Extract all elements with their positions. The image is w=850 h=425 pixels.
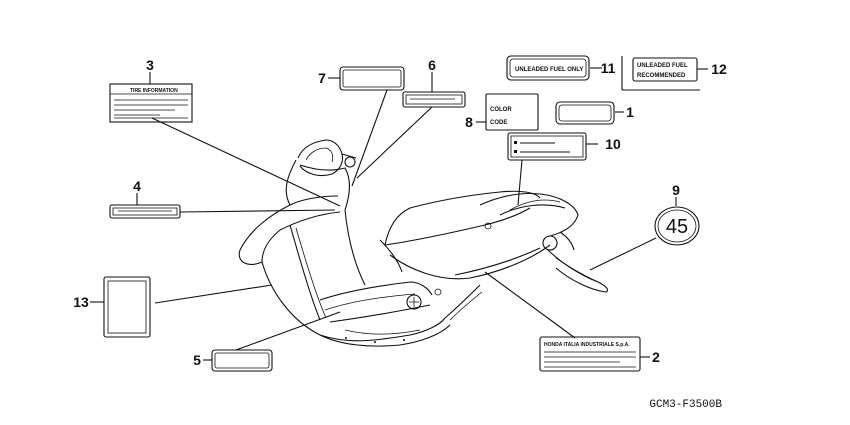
- callout-3: 3: [146, 57, 154, 73]
- decal-unleaded-fuel-only: UNLEADED FUEL ONLY: [506, 55, 590, 81]
- leader-lines: [90, 67, 708, 361]
- decal-4: [109, 204, 181, 219]
- callout-2: 2: [652, 349, 660, 365]
- code-text: CODE: [490, 120, 507, 126]
- decal-13: [103, 276, 151, 338]
- decal-tire-information: TIRE INFORMATION: [109, 83, 193, 123]
- callout-5: 5: [193, 352, 201, 368]
- unleaded-fuel-text: UNLEADED FUEL: [637, 63, 688, 69]
- callout-numbers: 3 4 7 6 8 11 12 1 10 9 13 5 2: [73, 57, 727, 368]
- decal-color-code: COLOR CODE: [485, 93, 539, 131]
- callout-1: 1: [626, 104, 634, 120]
- decal-unleaded-fuel-recommended: UNLEADED FUEL RECOMMENDED: [621, 56, 700, 91]
- decal-speed-limit: 45: [654, 206, 700, 246]
- callout-10: 10: [605, 136, 621, 152]
- decal-5: [211, 349, 273, 372]
- tire-information-text: TIRE INFORMATION: [130, 88, 178, 94]
- unleaded-fuel-only-text: UNLEADED FUEL ONLY: [515, 67, 583, 73]
- scooter-illustration: [238, 139, 609, 347]
- honda-italia-text: HONDA ITALIA INDUSTRIALE S.p.A.: [544, 342, 630, 348]
- speed-limit-text: 45: [666, 216, 688, 238]
- callout-8: 8: [465, 114, 473, 130]
- decal-10: [507, 132, 587, 161]
- callout-4: 4: [133, 178, 141, 194]
- callout-12: 12: [711, 61, 727, 77]
- callout-13: 13: [73, 294, 89, 310]
- callout-7: 7: [318, 70, 326, 86]
- callout-6: 6: [428, 57, 436, 73]
- decal-honda-italia: HONDA ITALIA INDUSTRIALE S.p.A.: [539, 336, 641, 372]
- drawing-code: GCM3-F3500B: [649, 399, 722, 411]
- decal-7: [339, 66, 405, 91]
- decal-6: [402, 91, 466, 108]
- callout-11: 11: [601, 60, 616, 76]
- recommended-text: RECOMMENDED: [637, 73, 686, 79]
- callout-9: 9: [672, 182, 680, 198]
- color-text: COLOR: [490, 107, 512, 113]
- decal-1: [555, 101, 615, 125]
